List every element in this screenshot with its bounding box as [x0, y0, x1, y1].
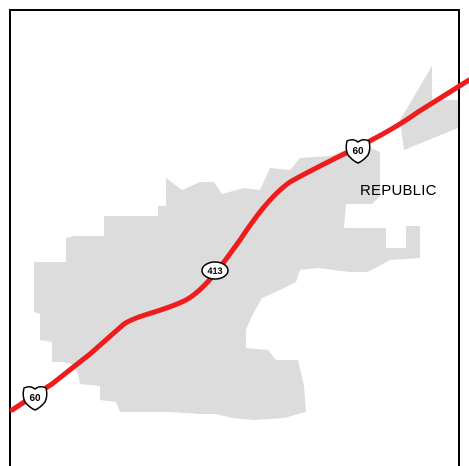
us-60-shield-east: 60 [345, 138, 371, 164]
us-60-west-route-number: 60 [29, 393, 41, 404]
us-highway-shield-icon [22, 385, 48, 411]
us-60-east-route-number: 60 [352, 146, 364, 157]
route-413-shield: 413 [201, 261, 229, 280]
map-border [9, 9, 460, 466]
city-limits-area [34, 146, 420, 420]
route-413-number: 413 [207, 266, 222, 276]
us-60-shield-west: 60 [22, 385, 48, 411]
us-highway-shield-icon [345, 138, 371, 164]
place-label-republic: REPUBLIC [360, 182, 437, 199]
state-route-shield-icon [201, 261, 229, 280]
